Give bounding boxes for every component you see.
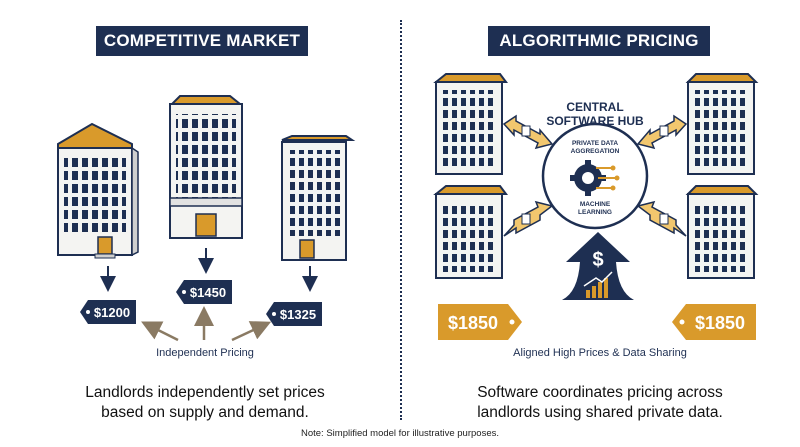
panel-divider — [400, 20, 402, 420]
building-right — [281, 135, 356, 261]
price-tag-1200: $1200 — [80, 300, 136, 324]
building-left — [57, 122, 139, 259]
building-top-right — [685, 73, 759, 175]
left-summary-line1: Landlords independently set prices — [85, 384, 325, 401]
right-summary-line1: Software coordinates pricing across — [477, 384, 723, 401]
central-software-hub: CENTRAL SOFTWARE HUB PRIVATE DATA AGGREG… — [541, 100, 649, 230]
svg-text:SOFTWARE HUB: SOFTWARE HUB — [546, 114, 644, 128]
svg-text:$1200: $1200 — [94, 305, 130, 320]
left-summary: Landlords independently set prices based… — [40, 383, 370, 423]
left-summary-line2: based on supply and demand. — [101, 404, 309, 421]
price-tag-right-1850: $1850 — [672, 304, 756, 340]
svg-text:PRIVATE DATA: PRIVATE DATA — [572, 140, 618, 147]
price-tag-1450: $1450 — [176, 280, 232, 304]
svg-text:$1325: $1325 — [280, 307, 316, 322]
svg-text:MACHINE: MACHINE — [580, 201, 611, 208]
price-tag-1325: $1325 — [266, 302, 322, 326]
footnote: Note: Simplified model for illustrative … — [300, 428, 499, 439]
svg-text:$1850: $1850 — [695, 313, 745, 333]
svg-text:CENTRAL: CENTRAL — [566, 100, 623, 114]
right-panel-title: ALGORITHMIC PRICING — [488, 26, 710, 56]
building-center — [169, 95, 243, 239]
svg-text:$1850: $1850 — [448, 313, 498, 333]
dollar-icon: $ — [592, 249, 603, 271]
upward-price-arrow: $ — [562, 232, 634, 300]
svg-text:$1450: $1450 — [190, 285, 226, 300]
svg-text:AGGREGATION: AGGREGATION — [571, 148, 620, 155]
right-summary-line2: landlords using shared private data. — [477, 404, 723, 421]
right-caption: Aligned High Prices & Data Sharing — [513, 347, 687, 359]
growth-chart-icon — [583, 271, 613, 298]
left-panel-title: COMPETITIVE MARKET — [96, 26, 308, 56]
building-bottom-left — [433, 185, 508, 279]
left-caption: Independent Pricing — [156, 347, 254, 359]
document-icon — [521, 125, 669, 225]
building-top-left — [433, 73, 508, 175]
price-tag-left-1850: $1850 — [438, 304, 522, 340]
gear-icon — [570, 160, 620, 196]
svg-text:LEARNING: LEARNING — [578, 209, 612, 216]
building-bottom-right — [685, 185, 759, 279]
right-summary: Software coordinates pricing across land… — [430, 383, 770, 423]
